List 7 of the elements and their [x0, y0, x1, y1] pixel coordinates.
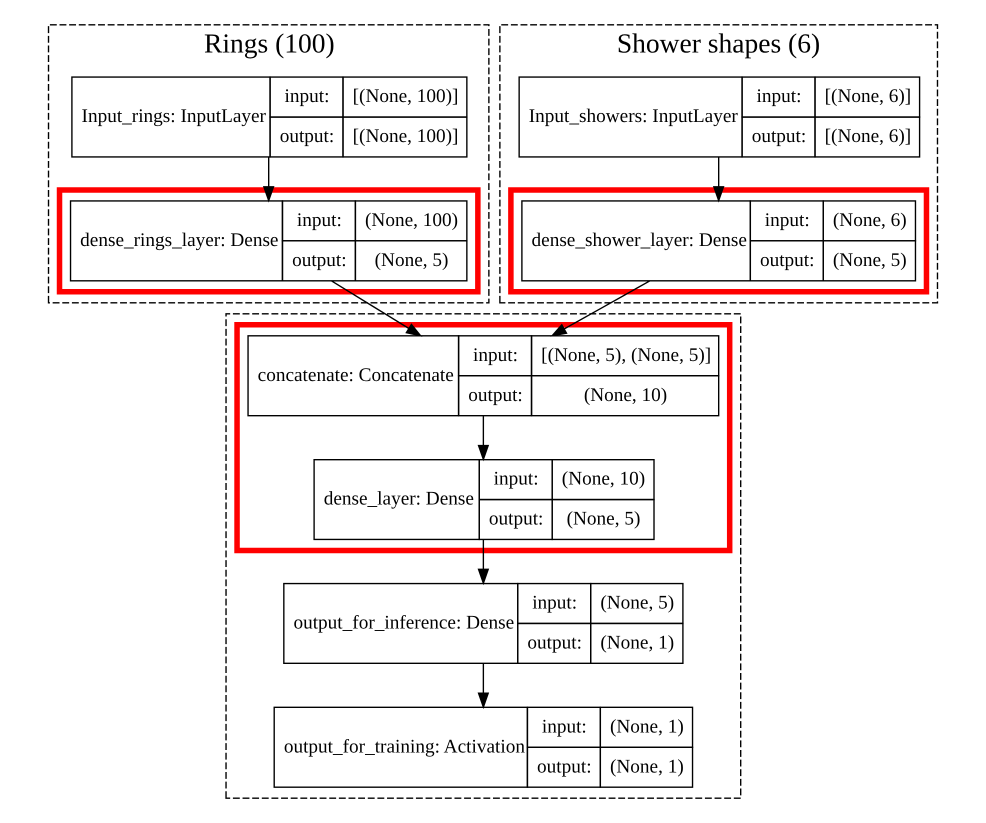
arrow	[712, 157, 724, 203]
arrow	[478, 416, 490, 462]
arrow	[331, 280, 422, 337]
cluster	[225, 313, 742, 799]
arrow	[478, 664, 490, 710]
arrow	[478, 540, 490, 586]
arrow	[262, 157, 274, 203]
